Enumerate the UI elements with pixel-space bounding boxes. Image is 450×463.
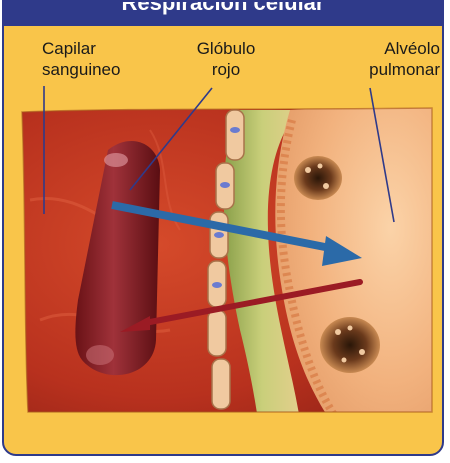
alveolar-pore-lower [320, 317, 380, 373]
red-cell-label-line1: Glóbulo [186, 38, 266, 59]
red-cell-label: Glóbulo rojo [186, 38, 266, 80]
capillary-label-line2: sanguineo [42, 59, 120, 80]
capillary-label-line1: Capilar [42, 38, 120, 59]
alveolus-label-line1: Alvéolo [348, 38, 440, 59]
capillary-label: Capilar sanguineo [42, 38, 120, 80]
alveolus-label: Alvéolo pulmonar [348, 38, 440, 80]
red-cell-label-line2: rojo [186, 59, 266, 80]
alveolus-label-line2: pulmonar [348, 59, 440, 80]
alveolar-pore-upper [294, 156, 342, 200]
